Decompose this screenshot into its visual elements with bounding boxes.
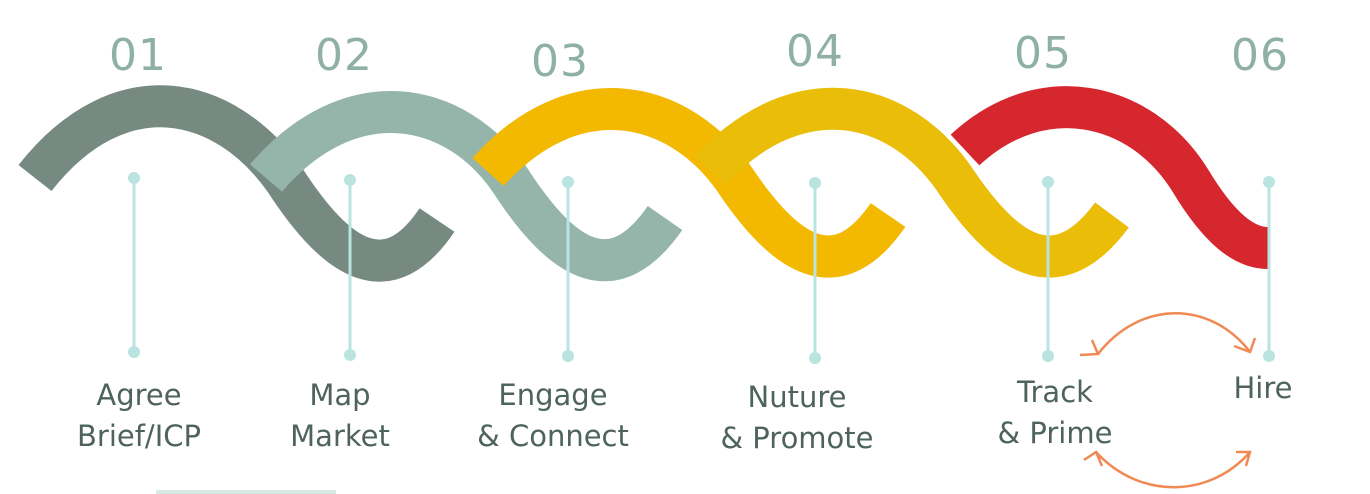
step-label-01: Agree Brief/ICP (19, 375, 259, 457)
cycle-arrow-top (1097, 312, 1251, 355)
cycle-arrowhead-top-right (1233, 337, 1257, 354)
marker-dot-bottom-04 (809, 352, 821, 364)
marker-dot-top-01 (128, 172, 140, 184)
marker-dot-bottom-02 (344, 349, 356, 361)
step-label-04-line2: & Promote (720, 421, 874, 455)
marker-dot-bottom-03 (562, 350, 574, 362)
marker-dot-top-03 (562, 176, 574, 188)
step-label-04-line1: Nuture (747, 380, 847, 414)
marker-dot-top-06 (1263, 176, 1275, 188)
wave-segment-04 (694, 87, 1129, 278)
step-label-03: Engage & Connect (433, 375, 673, 457)
step-label-04: Nuture & Promote (677, 377, 917, 459)
marker-dot-top-02 (344, 174, 356, 186)
step-label-06-line1: Hire (1233, 371, 1293, 405)
step-markers (128, 172, 1275, 364)
step-number-01: 01 (109, 30, 167, 81)
step-label-03-line1: Engage (498, 378, 608, 412)
cycle-arrow-bottom (1095, 451, 1251, 489)
step-number-03: 03 (531, 36, 589, 87)
step-label-05-line1: Track (1017, 375, 1093, 409)
step-label-02-line2: Market (290, 419, 390, 453)
cycle-arrowhead-bottom-right (1236, 450, 1252, 467)
step-number-04: 04 (786, 26, 844, 77)
marker-dot-top-05 (1042, 176, 1054, 188)
step-label-05-line2: & Prime (997, 416, 1113, 450)
step-label-02: Map Market (220, 375, 460, 457)
wave-segments (18, 85, 1270, 282)
step-label-05: Track & Prime (935, 372, 1175, 454)
step-label-01-line1: Agree (96, 378, 182, 412)
cycle-arrowhead-top-left (1079, 339, 1100, 357)
marker-dot-bottom-01 (128, 346, 140, 358)
marker-dot-bottom-06 (1263, 350, 1275, 362)
decorative-underline (156, 490, 336, 494)
step-label-03-line2: & Connect (477, 419, 629, 453)
wave-segment-06 (950, 86, 1270, 269)
circular-arrows-icon (1079, 312, 1257, 489)
step-number-06: 06 (1231, 30, 1289, 81)
marker-dot-bottom-05 (1042, 350, 1054, 362)
step-label-06: Hire (1143, 368, 1370, 409)
marker-dot-top-04 (809, 177, 821, 189)
step-label-01-line2: Brief/ICP (77, 419, 201, 453)
cycle-arrowhead-bottom-left (1083, 450, 1104, 467)
step-label-02-line1: Map (309, 378, 371, 412)
step-number-05: 05 (1014, 28, 1072, 79)
step-number-02: 02 (315, 30, 373, 81)
